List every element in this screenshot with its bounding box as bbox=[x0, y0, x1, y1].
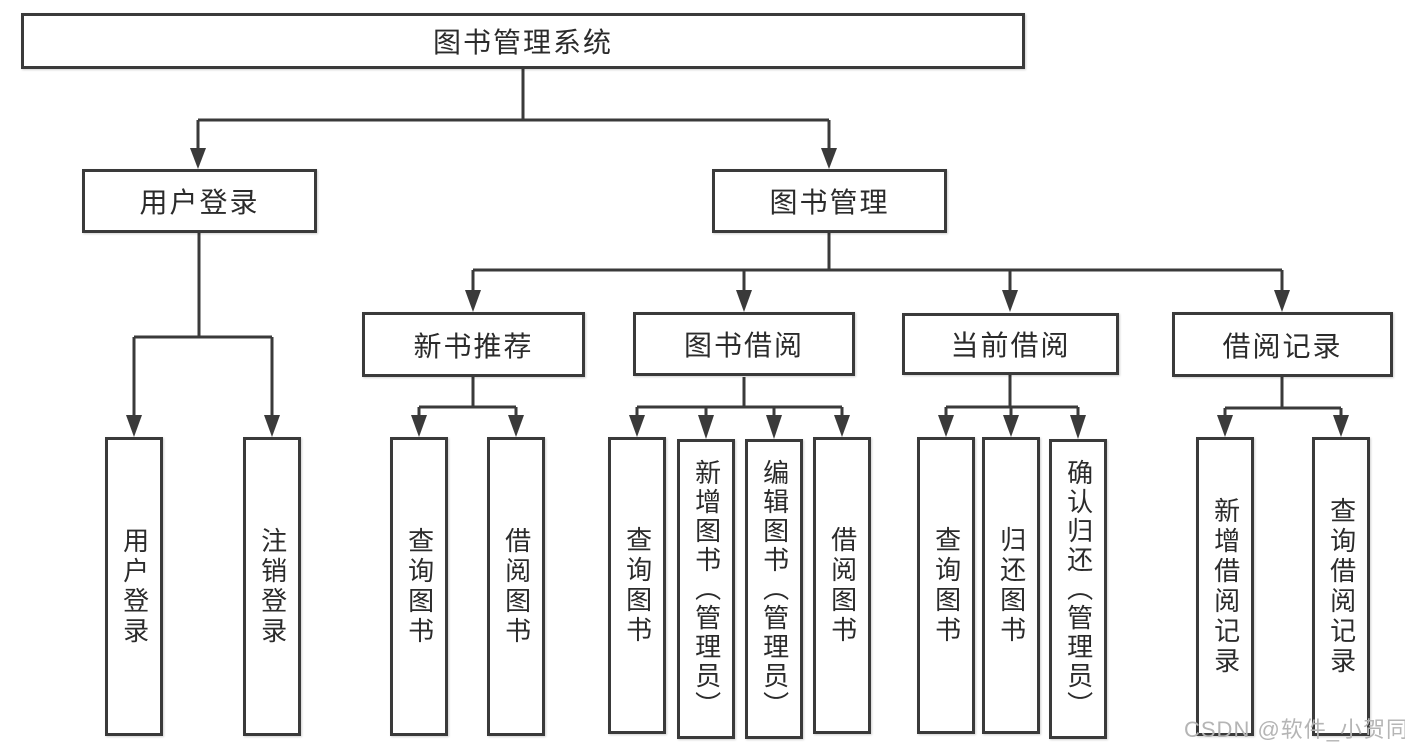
leaf-query-books-current: 查询图书 bbox=[917, 437, 975, 734]
leaf-confirm-return-admin: 确认归还（管理员） bbox=[1049, 439, 1107, 739]
connector-book-mgmt-to-level3 bbox=[465, 233, 1290, 312]
node-label: 新增图书（管理员） bbox=[691, 458, 722, 720]
node-label: 确认归还（管理员） bbox=[1063, 458, 1094, 720]
node-label: 新增借阅记录 bbox=[1210, 496, 1241, 677]
node-label: 查询图书 bbox=[622, 525, 653, 646]
node-label: 编辑图书（管理员） bbox=[759, 458, 790, 720]
node-label: 借阅图书 bbox=[827, 525, 858, 646]
csdn-watermark: CSDN @软件_小贺同学 bbox=[1184, 717, 1405, 742]
connector-new-book-to-leaves bbox=[411, 377, 524, 437]
node-library-management-system: 图书管理系统 bbox=[21, 13, 1025, 69]
node-label: 图书管理系统 bbox=[432, 27, 613, 58]
node-label: 用户登录 bbox=[119, 526, 150, 647]
leaf-return-book: 归还图书 bbox=[982, 437, 1040, 734]
node-label: 图书借阅 bbox=[683, 330, 804, 361]
connector-borrow-record-to-leaves bbox=[1217, 377, 1349, 437]
node-user-login: 用户登录 bbox=[82, 169, 317, 233]
leaf-query-borrow-record: 查询借阅记录 bbox=[1312, 437, 1370, 736]
leaf-user-login: 用户登录 bbox=[105, 437, 163, 736]
connector-user-login-to-leaves bbox=[126, 233, 280, 437]
leaf-borrow-books-recommend: 借阅图书 bbox=[487, 437, 545, 736]
leaf-query-books-borrow: 查询图书 bbox=[608, 437, 666, 734]
node-current-borrowing: 当前借阅 bbox=[902, 313, 1119, 375]
node-label: 查询借阅记录 bbox=[1326, 496, 1357, 677]
node-label: 图书管理 bbox=[769, 187, 890, 218]
node-new-book-recommendation: 新书推荐 bbox=[362, 312, 585, 377]
node-borrowing-records: 借阅记录 bbox=[1172, 312, 1393, 377]
node-label: 查询图书 bbox=[404, 526, 435, 647]
node-label: 用户登录 bbox=[139, 187, 260, 218]
leaf-edit-book-admin: 编辑图书（管理员） bbox=[745, 439, 803, 739]
connector-book-borrow-to-leaves bbox=[629, 377, 850, 439]
leaf-add-book-admin: 新增图书（管理员） bbox=[677, 439, 735, 739]
connector-current-borrow-to-leaves bbox=[938, 375, 1086, 439]
leaf-borrow-books: 借阅图书 bbox=[813, 437, 871, 734]
connector-root-to-level2 bbox=[190, 69, 837, 169]
leaf-add-borrow-record: 新增借阅记录 bbox=[1196, 437, 1254, 736]
node-book-management: 图书管理 bbox=[712, 169, 947, 233]
node-label: 当前借阅 bbox=[950, 330, 1071, 361]
node-label: 查询图书 bbox=[931, 525, 962, 646]
node-label: 借阅图书 bbox=[501, 526, 532, 647]
leaf-query-books-recommend: 查询图书 bbox=[390, 437, 448, 736]
node-label: 借阅记录 bbox=[1222, 330, 1343, 362]
node-label: 归还图书 bbox=[996, 525, 1027, 646]
leaf-logout: 注销登录 bbox=[243, 437, 301, 736]
node-label: 注销登录 bbox=[257, 526, 288, 647]
node-book-borrowing: 图书借阅 bbox=[633, 312, 855, 376]
node-label: 新书推荐 bbox=[413, 330, 534, 362]
